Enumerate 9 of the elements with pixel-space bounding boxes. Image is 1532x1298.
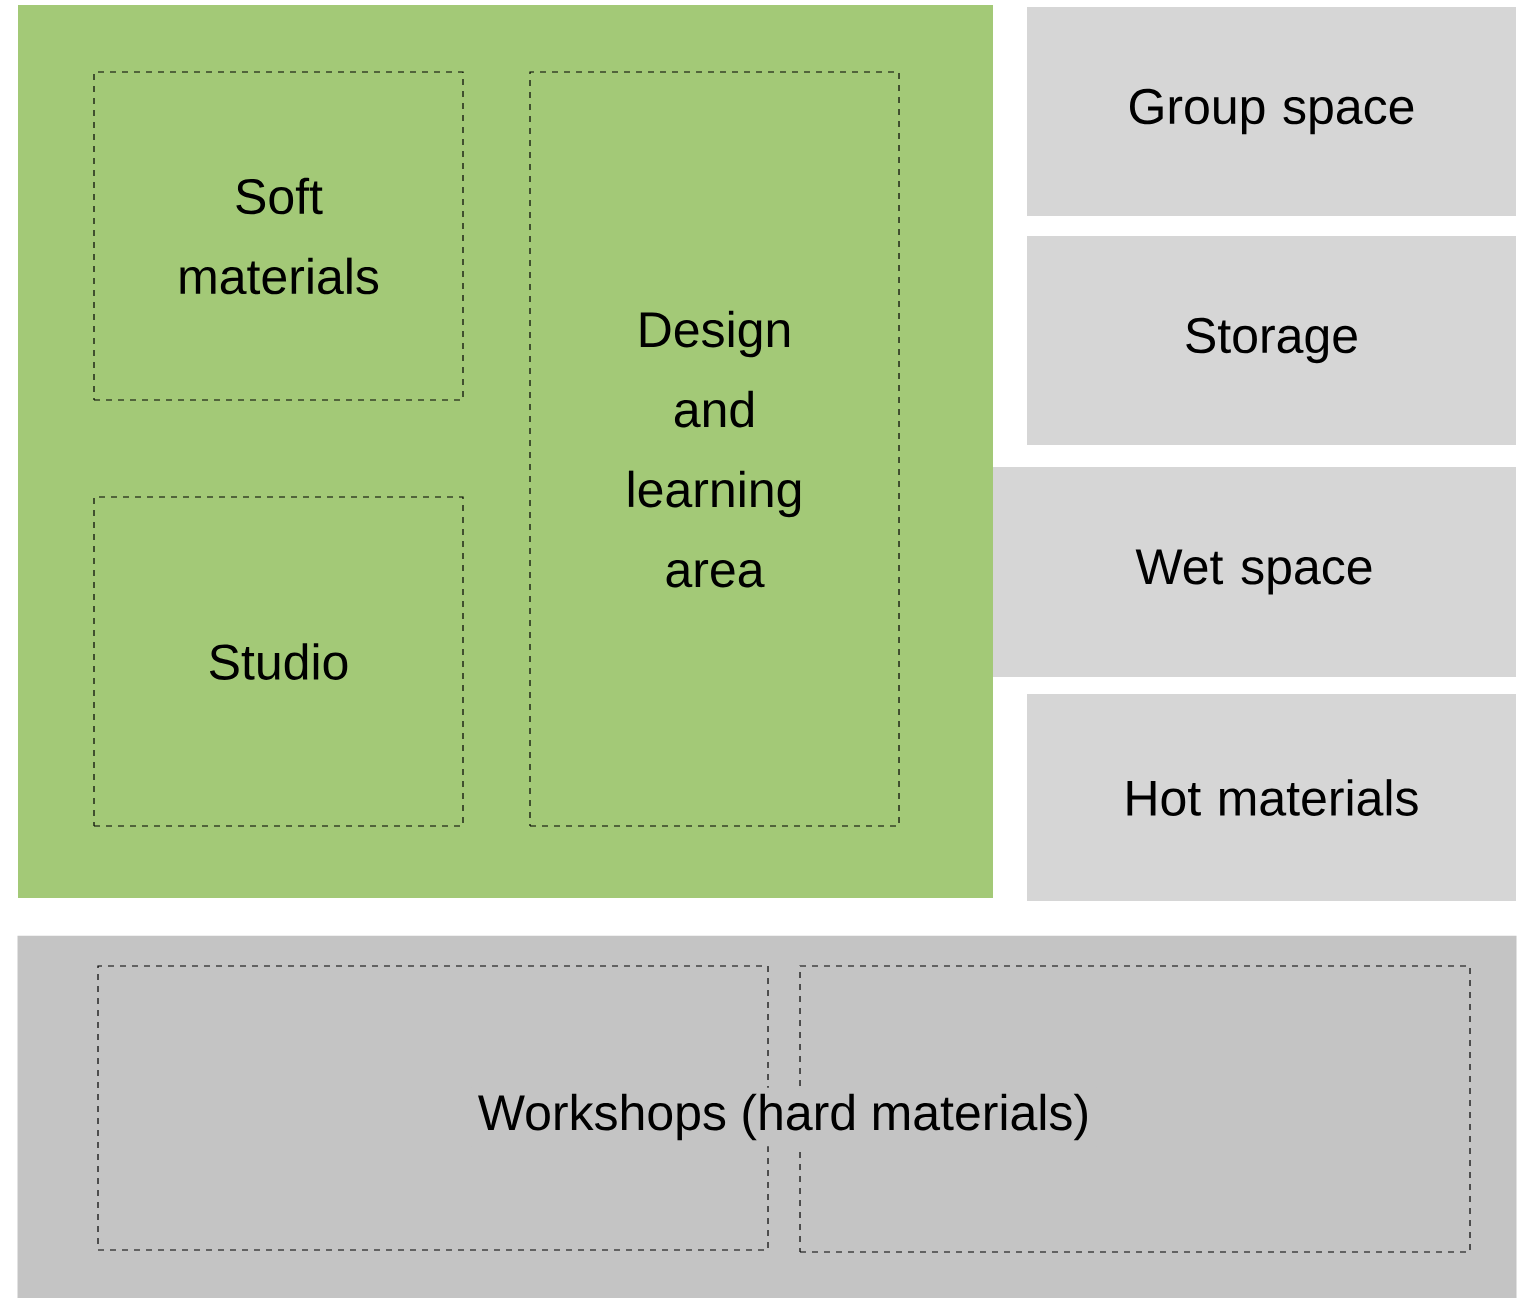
zone-area (18, 5, 993, 898)
zone-box: Hot materials (1027, 694, 1516, 901)
zone-box: Storage (1027, 236, 1516, 445)
dashed-area: Studio (93, 496, 464, 827)
zone-band: Workshops (hard materials) (17, 935, 1517, 1298)
zone-box: Wet space (993, 467, 1516, 677)
zone-box: Group space (1027, 7, 1516, 216)
dashed-area: Soft materials (93, 71, 464, 401)
dashed-area: Design and learning area (529, 71, 900, 827)
